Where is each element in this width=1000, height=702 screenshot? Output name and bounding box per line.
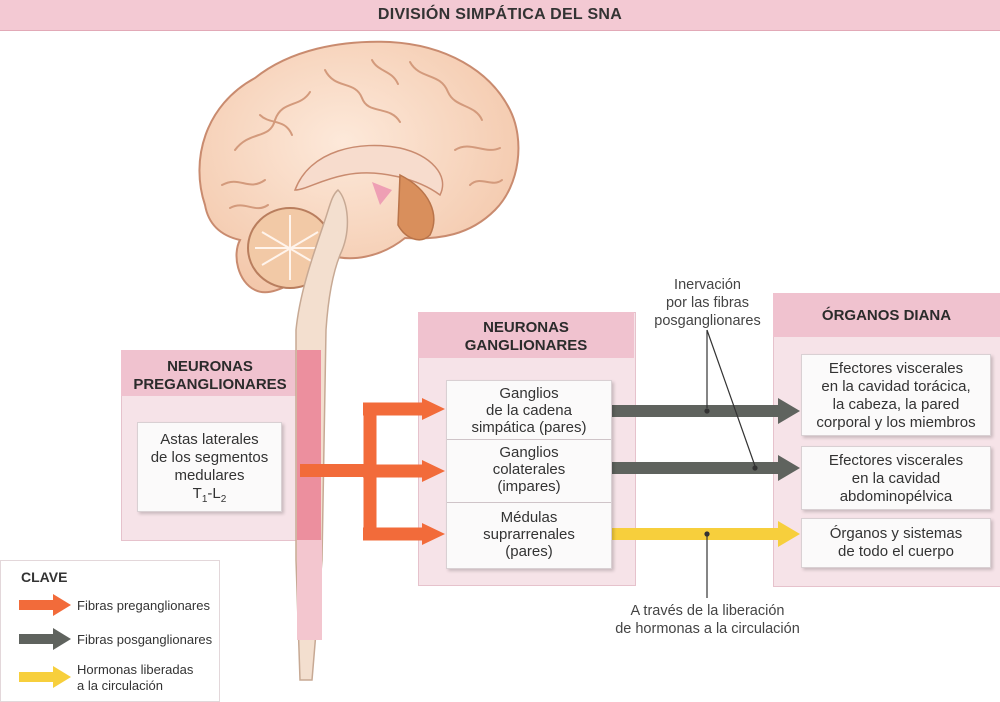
annotation-lines (704, 329, 758, 598)
legend-title: CLAVE (21, 569, 68, 585)
legend-label-postganglionic: Fibras posganglionares (77, 632, 213, 647)
hormone-pathway (610, 521, 800, 547)
title-bar (0, 0, 1000, 31)
divider (447, 502, 611, 503)
brain-icon (198, 40, 520, 294)
preganglionic-header: NEURONAS PREGANGLIONARES (121, 350, 299, 396)
postganglionic-fibers (610, 398, 800, 481)
hormone-release-note: A través de la liberación de hormonas a … (615, 603, 800, 637)
target-whole-body: Órganos y sistemas de todo el cuerpo (801, 518, 991, 568)
ganglia-box: Ganglios de la cadena simpática (pares) … (446, 380, 612, 569)
adrenal-medullae: Médulas suprarrenales (pares) (483, 509, 575, 560)
legend-swatch-postganglionic (19, 628, 71, 650)
spinal-cord (295, 188, 349, 681)
legend-label-hormones: Hormonas liberadas a la circulación (77, 662, 194, 693)
sympathetic-chain-ganglia: Ganglios de la cadena simpática (pares) (471, 385, 587, 436)
divider (447, 439, 611, 440)
targets-header: ÓRGANOS DIANA (773, 293, 1000, 337)
legend-swatch-hormones (19, 666, 71, 688)
innervation-note: Inervación por las fibras posganglionare… (654, 277, 761, 329)
collateral-ganglia: Ganglios colaterales (impares) (492, 444, 566, 495)
legend: CLAVE Fibras preganglionares Fibras posg… (0, 560, 220, 702)
ganglionic-header: NEURONAS GANGLIONARES (418, 312, 634, 358)
legend-label-preganglionic: Fibras preganglionares (77, 598, 210, 613)
segment-range: T1-L2 (192, 485, 227, 505)
diagram-title: DIVISIÓN SIMPÁTICA DEL SNA (377, 6, 623, 23)
target-abdominopelvic-effectors: Efectores viscerales en la cavidad abdom… (801, 446, 991, 510)
legend-swatch-preganglionic (19, 594, 71, 616)
target-thoracic-effectors: Efectores viscerales en la cavidad torác… (801, 354, 991, 436)
preganglionic-fibers (300, 398, 445, 545)
lateral-horns-box: Astas laterales de los segmentos medular… (137, 422, 282, 512)
